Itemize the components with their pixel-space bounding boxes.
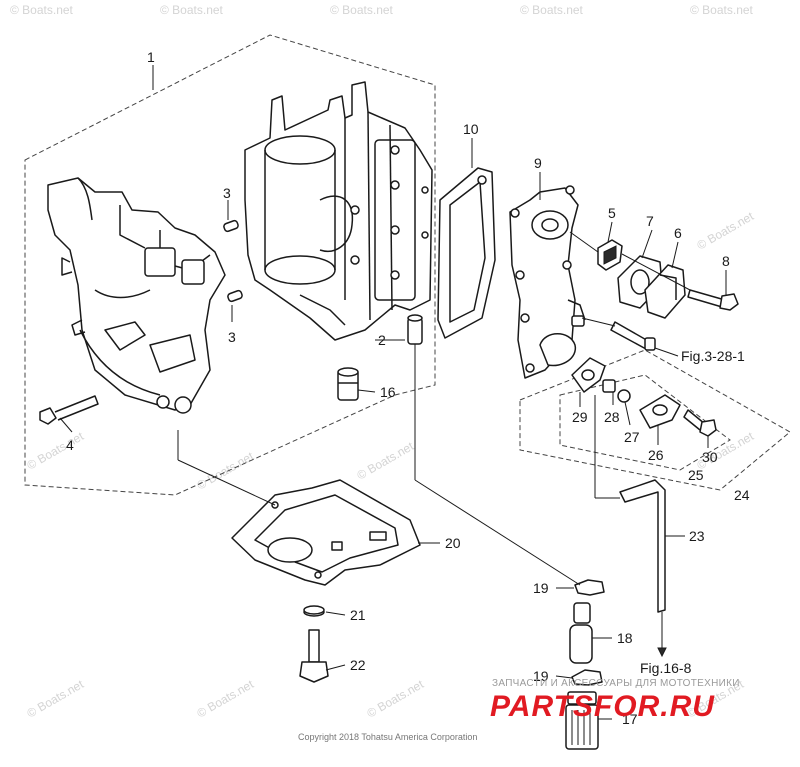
dowel-pin-3-lower <box>227 289 243 303</box>
gasket-20 <box>231 479 421 586</box>
watermark: © Boats.net <box>330 3 394 17</box>
label-19-lower: 19 <box>533 668 549 684</box>
clamp-19-upper <box>574 579 605 596</box>
label-25: 25 <box>688 467 704 483</box>
label-1: 1 <box>147 49 155 65</box>
bolt-22 <box>299 629 329 683</box>
watermark: © Boats.net <box>520 3 584 17</box>
hose-18 <box>569 624 593 664</box>
label-16: 16 <box>380 384 396 400</box>
label-26: 26 <box>648 447 664 463</box>
watermark: © Boats.net <box>25 677 87 721</box>
label-2: 2 <box>378 332 386 348</box>
filter-17 <box>565 691 599 750</box>
label-10: 10 <box>463 121 479 137</box>
brand-tagline: ЗАПЧАСТИ И АКСЕССУАРЫ ДЛЯ МОТОТЕХНИКИ <box>492 678 740 689</box>
bolt-4 <box>39 395 99 425</box>
sensor-fitting <box>610 321 656 351</box>
label-24: 24 <box>734 487 750 503</box>
label-5: 5 <box>608 205 616 221</box>
cover-9 <box>509 185 586 379</box>
cylinder-head <box>47 177 226 414</box>
label-7: 7 <box>646 213 654 229</box>
dowel-pin-3-upper <box>223 219 239 233</box>
bolt-27 <box>617 389 631 403</box>
figure-ref-3-28-1: Fig.3-28-1 <box>681 348 745 364</box>
cylinder-block <box>244 81 433 341</box>
watermark: © Boats.net <box>160 3 224 17</box>
washer-28 <box>602 379 616 393</box>
label-28: 28 <box>604 409 620 425</box>
leader-lines <box>59 65 727 720</box>
brand-logo-text: PARTSFOR.RU <box>490 690 715 723</box>
washer-21 <box>303 605 325 617</box>
fitting-16 <box>337 367 359 401</box>
label-29: 29 <box>572 409 588 425</box>
watermark: © Boats.net <box>695 209 757 253</box>
label-6: 6 <box>674 225 682 241</box>
cover-6 <box>644 264 686 319</box>
watermark: © Boats.net <box>355 439 417 483</box>
label-3-upper: 3 <box>223 185 231 201</box>
label-30: 30 <box>702 449 718 465</box>
fitting-small <box>573 602 591 624</box>
label-23: 23 <box>689 528 705 544</box>
cover-26 <box>639 394 681 429</box>
thermostat-5 <box>597 239 623 271</box>
label-9: 9 <box>534 155 542 171</box>
clamp-19-lower <box>571 669 603 686</box>
watermark: © Boats.net <box>25 429 87 473</box>
watermark: © Boats.net <box>195 449 257 493</box>
brand-overlay: ЗАПЧАСТИ И АКСЕССУАРЫ ДЛЯ МОТОТЕХНИКИ PA… <box>490 678 740 723</box>
assembly-outline-25 <box>559 374 731 471</box>
part-labels: 1 2 3 3 4 5 6 7 8 9 10 16 17 18 19 19 20… <box>66 49 750 727</box>
watermark: © Boats.net <box>195 677 257 721</box>
label-3-lower: 3 <box>228 329 236 345</box>
label-21: 21 <box>350 607 366 623</box>
gasket-29 <box>571 357 606 393</box>
label-20: 20 <box>445 535 461 551</box>
assembly-outline-24 <box>519 349 791 491</box>
label-8: 8 <box>722 253 730 269</box>
copyright-text: Copyright 2018 Tohatsu America Corporati… <box>298 732 477 742</box>
watermark: © Boats.net <box>690 3 754 17</box>
bolt-30 <box>683 409 717 437</box>
label-19-upper: 19 <box>533 580 549 596</box>
pin-2 <box>407 314 423 345</box>
watermark: © Boats.net <box>365 677 427 721</box>
bolt-8 <box>687 289 739 311</box>
label-27: 27 <box>624 429 640 445</box>
figure-ref-16-8: Fig.16-8 <box>640 660 692 676</box>
hose-23 <box>619 479 667 658</box>
label-17: 17 <box>622 711 638 727</box>
label-4: 4 <box>66 437 74 453</box>
label-18: 18 <box>617 630 633 646</box>
gasket-10 <box>437 167 496 339</box>
label-22: 22 <box>350 657 366 673</box>
watermark: © Boats.net <box>10 3 74 17</box>
